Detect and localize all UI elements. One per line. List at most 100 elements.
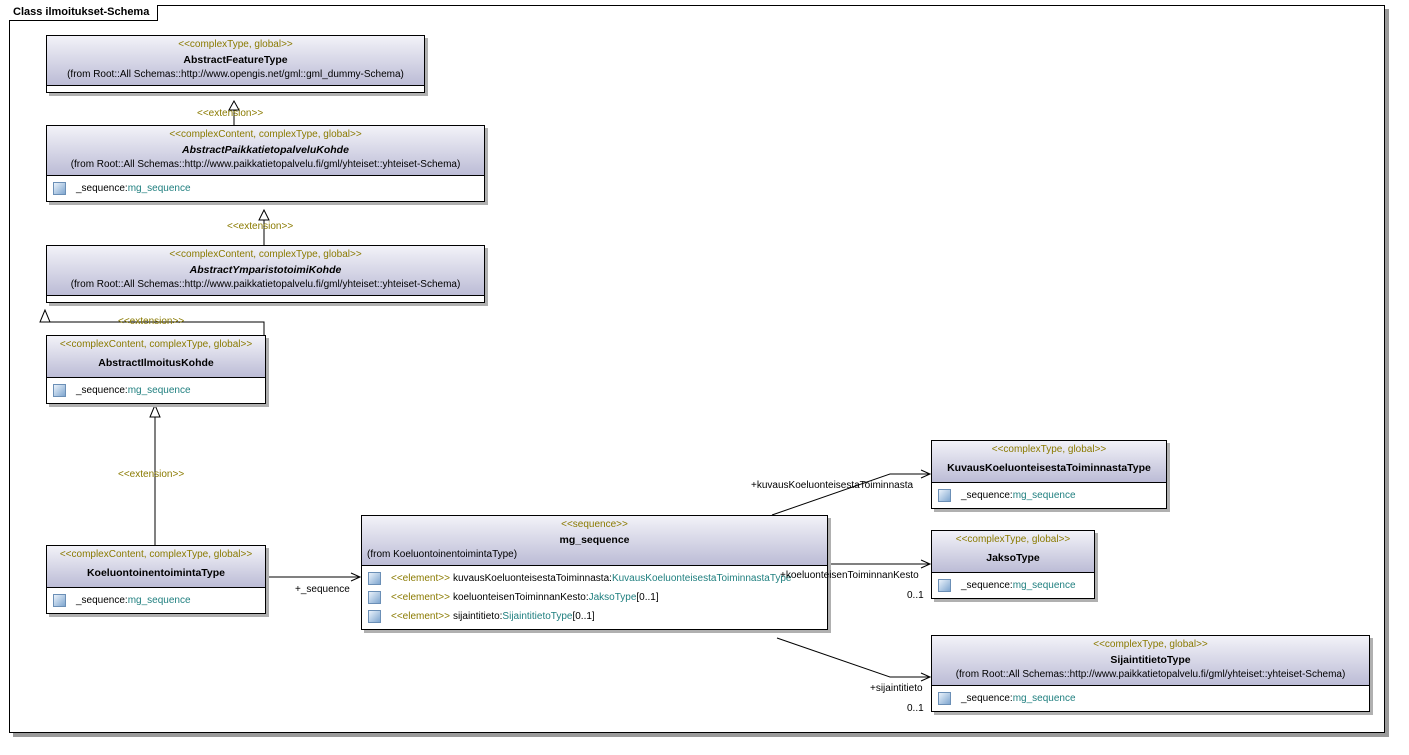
class-jakso-type[interactable]: <<complexType, global>> JaksoType _seque… [931,530,1095,599]
attribute-name: sijaintitieto [452,611,500,622]
attribute-name: _sequence: [76,385,128,396]
stereotype-label: <<complexContent, complexType, global>> [169,249,362,260]
class-abstract-ymparistotoimi-kohde[interactable]: <<complexContent, complexType, global>> … [46,245,485,303]
class-attributes: _sequence: mg_sequence [932,572,1094,598]
class-attributes: _sequence: mg_sequence [932,685,1369,711]
attribute-stereotype: <<element>> [391,573,450,584]
attribute-type: mg_sequence [1012,693,1076,704]
attribute-stereotype: <<element>> [391,592,450,603]
stereotype-label: <<complexContent, complexType, global>> [59,339,253,350]
class-name: AbstractPaikkatietopalveluKohde [182,144,349,156]
class-origin: (from Root::All Schemas::http://www.open… [67,69,404,80]
role-label-kuvaus: +kuvausKoeluonteisestaToiminnasta [751,480,914,491]
class-name: mg_sequence [559,534,630,546]
attribute-row[interactable]: _sequence: mg_sequence [936,576,1090,595]
attribute-type: SijaintitietoType [502,611,573,622]
attribute-separator: : [585,592,589,603]
class-koeluontoinentoiminta-type[interactable]: <<complexContent, complexType, global>> … [46,545,266,614]
attribute-icon [368,572,381,585]
class-sijaintitieto-type[interactable]: <<complexType, global>> SijaintitietoTyp… [931,635,1370,712]
attribute-type: mg_sequence [1012,580,1076,591]
attribute-name: _sequence: [961,693,1013,704]
class-origin: (from Root::All Schemas::http://www.paik… [70,279,461,290]
extension-label: <<extension>> [197,108,264,119]
class-attributes [47,295,484,302]
attribute-type: KuvausKoeluonteisestaToiminnastaType [611,573,792,584]
attribute-icon [938,579,951,592]
attribute-multiplicity: [0..1] [636,592,659,603]
extension-label: <<extension>> [118,316,185,327]
class-origin: (from Root::All Schemas::http://www.paik… [70,159,461,170]
attribute-icon [368,610,381,623]
class-attributes: _sequence: mg_sequence [47,175,484,201]
attribute-name: kuvausKoeluonteisestaToiminnasta [452,573,610,584]
extension-label: <<extension>> [118,469,185,480]
class-name: KoeluontoinentoimintaType [86,567,226,579]
role-label-sequence: +_sequence [295,584,350,595]
attribute-icon [368,591,381,604]
extension-label: <<extension>> [227,221,294,232]
multiplicity-label-kesto: 0..1 [907,590,924,601]
attribute-row[interactable]: _sequence: mg_sequence [936,486,1162,505]
class-mg-sequence[interactable]: <<sequence>> mg_sequence (from Koeluonto… [361,515,828,630]
generalization-paikkatieto-feature [228,99,240,125]
attribute-separator: : [609,573,612,584]
attribute-type: mg_sequence [127,183,191,194]
association-jakso [827,559,932,569]
attribute-icon [53,384,66,397]
association-sijainti [776,637,932,682]
class-abstract-paikkatietopalvelu-kohde[interactable]: <<complexContent, complexType, global>> … [46,125,485,202]
stereotype-label: <<complexType, global>> [991,444,1107,455]
stereotype-label: <<complexType, global>> [178,39,293,50]
association-sequence [265,572,362,582]
class-name: AbstractYmparistotoimiKohde [189,264,342,276]
class-attributes: _sequence: mg_sequence [47,377,265,403]
class-name: KuvausKoeluonteisestaToiminnastaType [947,462,1151,474]
attribute-row[interactable]: <<element>> kuvausKoeluonteisestaToiminn… [366,569,823,588]
class-name: AbstractFeatureType [183,54,288,66]
multiplicity-label-sijainti: 0..1 [907,703,924,714]
attribute-row[interactable]: <<element>> sijaintitieto : Sijaintitiet… [366,607,823,626]
attribute-row[interactable]: _sequence: mg_sequence [51,381,261,400]
class-attributes: _sequence: mg_sequence [932,482,1166,508]
attribute-name: _sequence: [961,490,1013,501]
stereotype-label: <<sequence>> [561,519,628,530]
attribute-name: _sequence: [76,183,128,194]
attribute-icon [53,182,66,195]
attribute-type: JaksoType [588,592,637,603]
role-label-kesto: +koeluonteisenToiminnanKesto [780,570,919,581]
class-abstract-ilmoitus-kohde[interactable]: <<complexContent, complexType, global>> … [46,335,266,404]
attribute-name: koeluonteisenToiminnanKesto [452,592,586,603]
stereotype-label: <<complexContent, complexType, global>> [169,129,362,140]
attribute-row[interactable]: _sequence: mg_sequence [936,689,1365,708]
class-name: SijaintitietoType [1110,654,1191,666]
association-kuvaus [771,469,932,516]
attribute-multiplicity: [0..1] [572,611,595,622]
class-kuvaus-koeluonteisesta-toiminnasta-type[interactable]: <<complexType, global>> KuvausKoeluontei… [931,440,1167,509]
attribute-type: mg_sequence [1012,490,1076,501]
class-name: JaksoType [986,552,1040,564]
diagram-title: Class ilmoitukset-Schema [9,5,159,21]
attribute-row[interactable]: <<element>> koeluonteisenToiminnanKesto … [366,588,823,607]
generalization-ymparisto-paikkatieto [258,208,270,245]
attribute-type: mg_sequence [127,595,191,606]
stereotype-label: <<complexType, global>> [1093,639,1208,650]
attribute-separator: : [499,611,503,622]
attribute-type: mg_sequence [127,385,191,396]
class-origin: (from KoeluontoinentoimintaType) [367,549,518,560]
class-origin: (from Root::All Schemas::http://www.paik… [955,669,1346,680]
attribute-icon [938,489,951,502]
stereotype-label: <<complexType, global>> [955,534,1071,545]
attribute-name: _sequence: [76,595,128,606]
attribute-icon [53,594,66,607]
attribute-row[interactable]: _sequence: mg_sequence [51,179,480,198]
attribute-stereotype: <<element>> [391,611,450,622]
attribute-icon [938,692,951,705]
stereotype-label: <<complexContent, complexType, global>> [59,549,253,560]
class-attributes: <<element>> kuvausKoeluonteisestaToiminn… [362,565,827,629]
attribute-row[interactable]: _sequence: mg_sequence [51,591,261,610]
class-abstract-feature-type[interactable]: <<complexType, global>> AbstractFeatureT… [46,35,425,93]
generalization-koeluontoinen-ilmoitus [149,403,161,545]
class-attributes [47,85,424,92]
